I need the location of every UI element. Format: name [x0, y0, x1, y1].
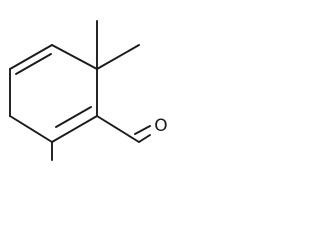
chemical-structure-diagram: O: [9, 20, 168, 161]
bond-c4-c5-double: [55, 106, 92, 128]
bond-aldehyde-c-o: [138, 134, 151, 143]
bond-aldehyde-c-o-double: [134, 125, 151, 135]
bond-gem-methyl-right: [96, 44, 140, 70]
ring-bonds: [9, 44, 98, 143]
bond-c1-c2-double: [15, 53, 52, 75]
substituent-bonds: [51, 20, 151, 161]
bond-c5-c6: [9, 115, 53, 143]
bond-c2-c3: [51, 44, 98, 70]
oxygen-atom-label: O: [154, 116, 167, 136]
bond-aldehyde-carbon: [96, 115, 140, 143]
bond-c1-c2: [9, 44, 53, 70]
bond-c4-c5: [51, 115, 98, 143]
